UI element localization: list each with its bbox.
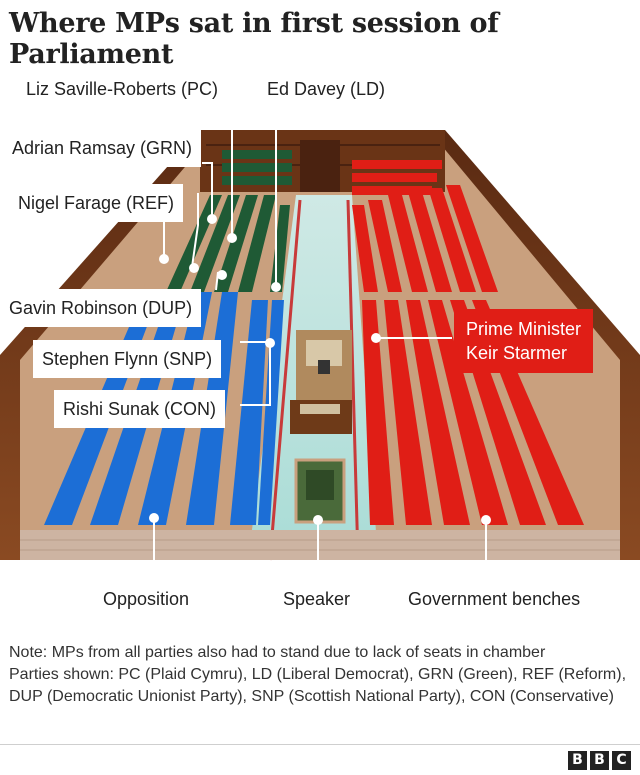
label-pm-line2: Keir Starmer <box>466 343 568 363</box>
note-line1: Note: MPs from all parties also had to s… <box>9 644 546 661</box>
label-con: Rishi Sunak (CON) <box>54 390 226 428</box>
front-steps <box>20 530 620 560</box>
label-libdem: Ed Davey (LD) <box>258 70 395 108</box>
minor-party-benches <box>222 150 292 185</box>
bbc-logo: B B C <box>568 751 631 770</box>
bbc-logo-letter: B <box>568 751 587 770</box>
connector-dots <box>149 214 491 525</box>
label-snp: Stephen Flynn (SNP) <box>33 340 222 378</box>
label-speaker: Speaker <box>274 580 360 618</box>
connector-lines <box>153 86 487 570</box>
label-green: Adrian Ramsay (GRN) <box>3 129 202 167</box>
red-line-right <box>346 199 360 561</box>
label-pm-line1: Prime Minister <box>466 319 582 339</box>
divider <box>0 744 640 745</box>
note-line2: Parties shown: PC (Plaid Cymru), LD (Lib… <box>9 666 627 705</box>
label-government: Government benches <box>399 580 590 618</box>
label-dup: Gavin Robinson (DUP) <box>0 289 202 327</box>
label-reform: Nigel Farage (REF) <box>9 184 184 222</box>
government-back-benches <box>352 160 442 195</box>
label-opposition: Opposition <box>94 580 199 618</box>
mace <box>318 360 330 374</box>
page-title: Where MPs sat in first session of Parlia… <box>9 8 499 70</box>
red-line-left <box>268 199 302 561</box>
bbc-logo-letter: C <box>612 751 631 770</box>
bbc-logo-letter: B <box>590 751 609 770</box>
label-plaid: Liz Saville-Roberts (PC) <box>17 70 228 108</box>
label-prime-minister: Prime Minister Keir Starmer <box>454 309 594 373</box>
footnote: Note: MPs from all parties also had to s… <box>9 642 633 708</box>
